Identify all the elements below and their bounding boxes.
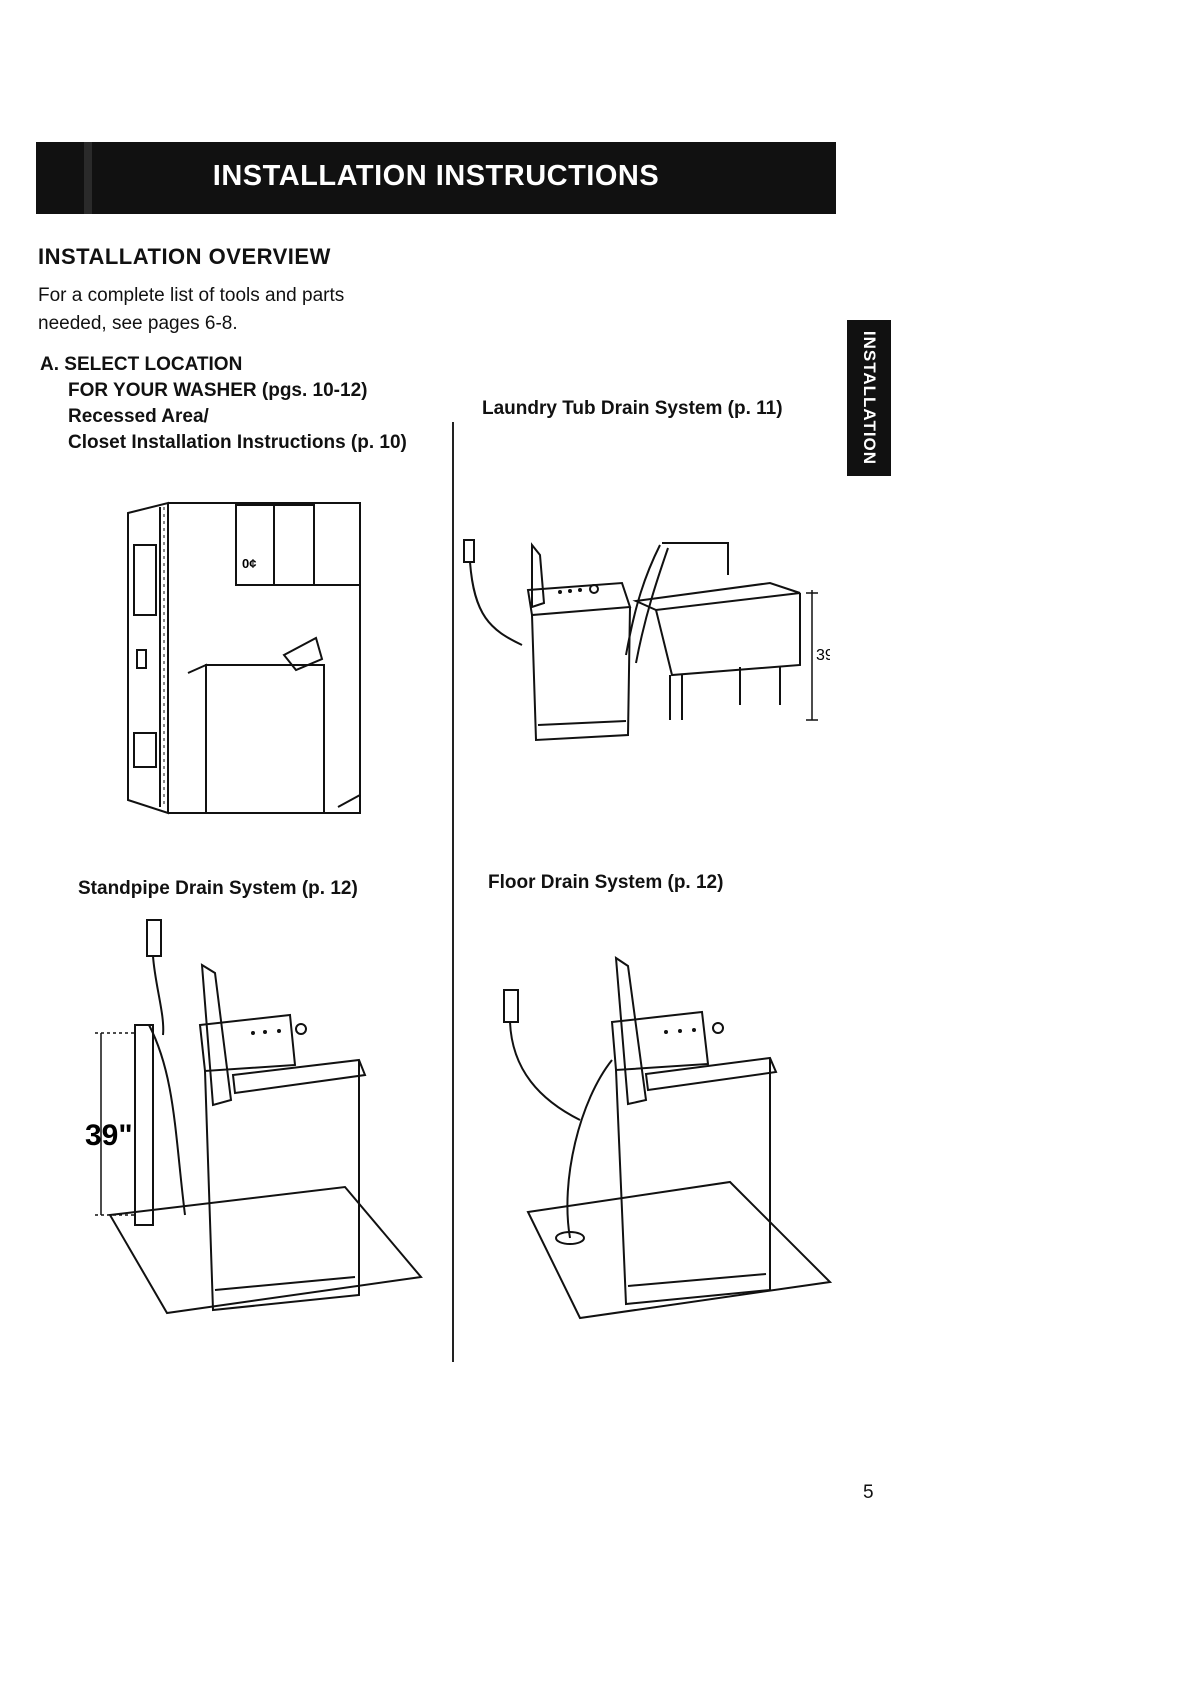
side-tab-installation: INSTALLATION — [847, 320, 891, 476]
laundry-tub-illustration: 39" — [463, 539, 830, 742]
standpipe-illustration: 39" — [85, 919, 423, 1315]
intro-line-2: needed, see pages 6-8. — [38, 313, 238, 334]
closet-installation-illustration: 0¢ — [127, 501, 361, 815]
step-a: A. SELECT LOCATION FOR YOUR WASHER (pgs.… — [40, 352, 407, 456]
standpipe-label: Standpipe Drain System (p. 12) — [78, 878, 358, 899]
page-number: 5 — [863, 1482, 874, 1503]
intro-line-1: For a complete list of tools and parts — [38, 285, 345, 306]
laundry-tub-height: 39" — [816, 647, 830, 664]
floor-drain-illustration — [503, 956, 833, 1320]
standpipe-height: 39" — [85, 1119, 133, 1152]
section-heading: INSTALLATION OVERVIEW — [38, 244, 331, 269]
svg-text:0¢: 0¢ — [242, 556, 256, 571]
step-a-line-4: Closet Installation Instructions (p. 10) — [68, 432, 407, 453]
banner-notch — [84, 142, 92, 214]
floor-drain-label: Floor Drain System (p. 12) — [488, 872, 724, 893]
column-divider — [452, 422, 454, 1362]
side-tab-label: INSTALLATION — [860, 330, 879, 466]
step-a-line-3: Recessed Area/ — [68, 406, 209, 427]
laundry-tub-label: Laundry Tub Drain System (p. 11) — [482, 398, 783, 419]
section-banner: INSTALLATION INSTRUCTIONS — [36, 142, 836, 214]
step-a-line-2: FOR YOUR WASHER (pgs. 10-12) — [68, 380, 368, 401]
banner-title: INSTALLATION INSTRUCTIONS — [212, 160, 660, 192]
intro-text: For a complete list of tools and parts n… — [38, 282, 418, 338]
step-a-line-1: A. SELECT LOCATION — [40, 354, 243, 375]
